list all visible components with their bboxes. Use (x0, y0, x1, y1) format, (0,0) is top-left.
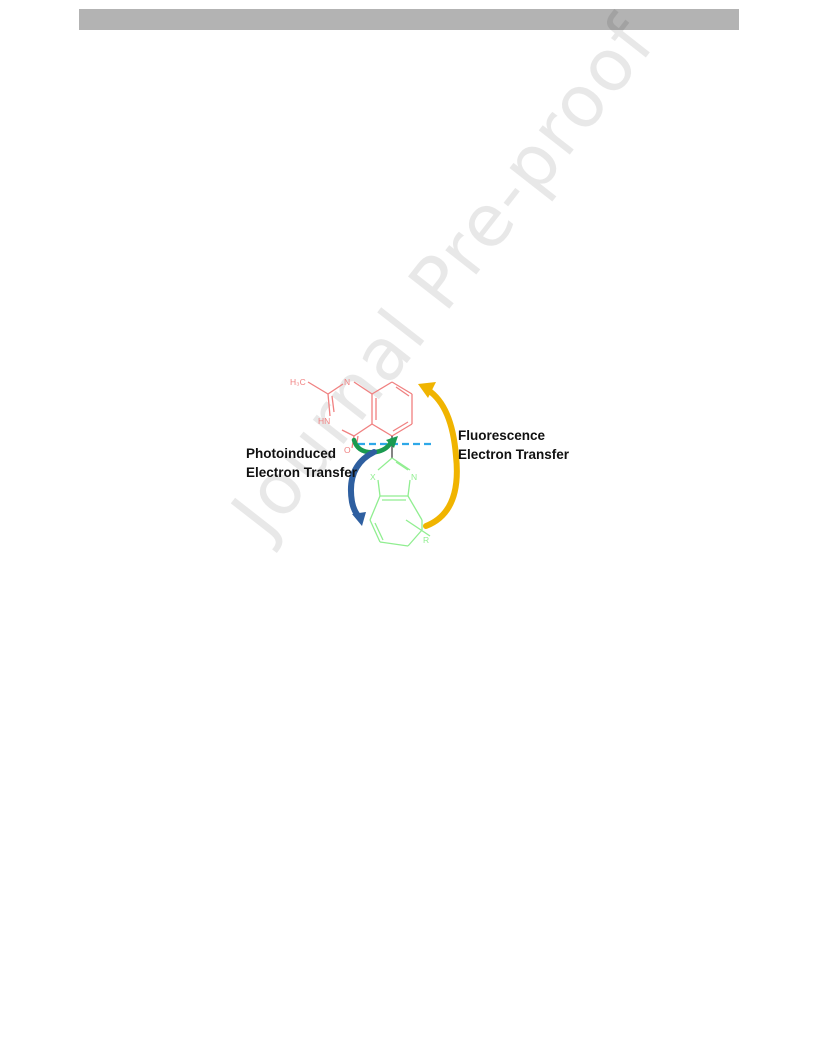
n-top-label: N (344, 377, 350, 387)
r-group-label: R (423, 535, 429, 545)
fluorescence-label-line2: Electron Transfer (458, 447, 570, 462)
fluorescence-arrow-head (418, 382, 436, 398)
n-bottom-label: N (411, 472, 417, 482)
pet-label-line2: Electron Transfer (246, 465, 358, 480)
x-atom-label: X (370, 472, 376, 482)
fluorescence-label: Fluorescence Electron Transfer (458, 426, 569, 464)
header-bar (79, 9, 739, 30)
graphical-abstract-figure: H₃C N HN O X N R (230, 360, 590, 570)
oxygen-label: O (344, 445, 351, 455)
fluorescence-label-line1: Fluorescence (458, 428, 546, 443)
benzazole-structure (369, 457, 431, 547)
pet-arrow-head (352, 512, 366, 526)
fluorescence-arrow (423, 387, 460, 529)
pet-label: Photoinduced Electron Transfer (246, 444, 357, 482)
nh-label: HN (318, 416, 330, 426)
pet-label-line1: Photoinduced (246, 446, 336, 461)
methyl-label: H₃C (290, 377, 306, 387)
molecule-diagram: H₃C N HN O X N R (290, 377, 460, 547)
small-arrow-head (386, 436, 398, 448)
